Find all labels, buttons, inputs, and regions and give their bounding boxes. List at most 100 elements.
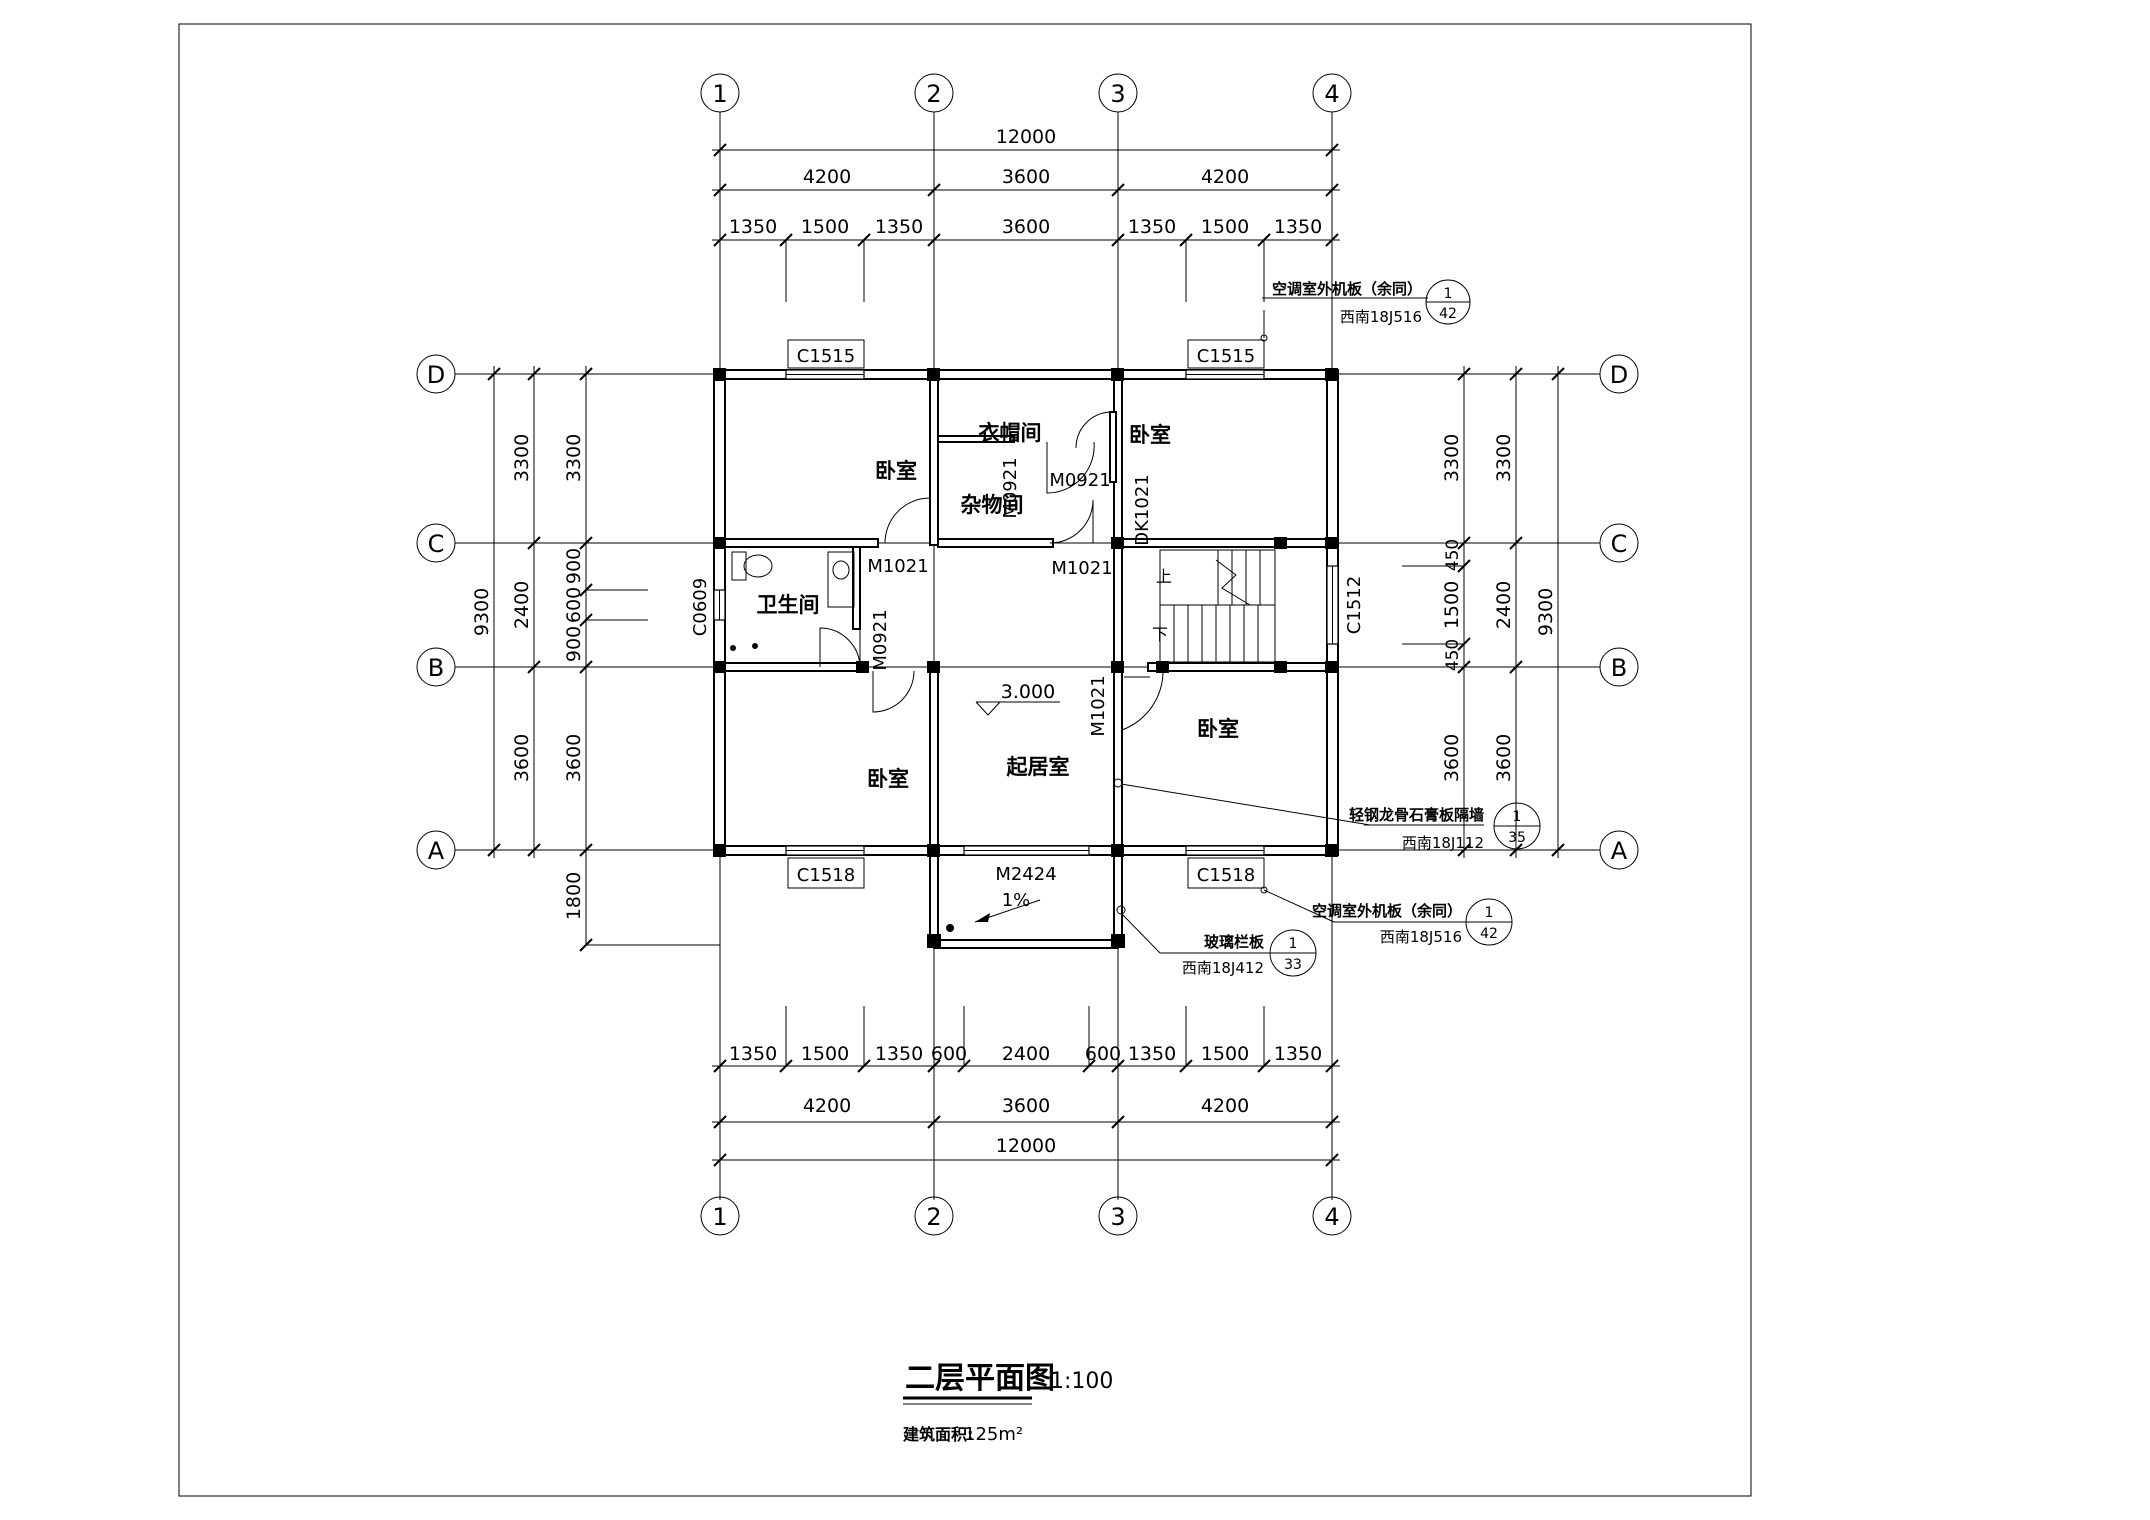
dim-left-mid: 3600 [511, 734, 533, 782]
drawing-title: 二层平面图 [905, 1361, 1055, 1396]
dim-top-detail: 3600 [1002, 216, 1050, 238]
svg-text:2: 2 [926, 80, 941, 108]
svg-text:33: 33 [1284, 957, 1302, 973]
dim-right-mid: 3600 [1493, 734, 1515, 782]
dim-bottom-detail: 600 [931, 1043, 967, 1065]
window-label-boxes [787, 339, 1265, 889]
partition-callout-leader [1120, 783, 1371, 826]
svg-text:1: 1 [1513, 809, 1522, 825]
room-closet: 衣帽间 [979, 421, 1042, 445]
door-label-m2424: M2424 [995, 864, 1056, 885]
svg-text:1: 1 [1485, 905, 1494, 921]
window-label-c1515-left: C1515 [797, 346, 855, 367]
staircase [1159, 549, 1276, 663]
svg-text:A: A [428, 837, 445, 865]
dim-bottom-mid: 4200 [1201, 1095, 1249, 1117]
dim-left-mid: 2400 [511, 581, 533, 629]
room-bedroom-nw: 卧室 [875, 459, 917, 483]
drawing-scale: 1:100 [1050, 1369, 1113, 1394]
axis-1-bottom-bubble: 1 [700, 1196, 740, 1236]
svg-text:42: 42 [1439, 306, 1457, 322]
svg-text:3: 3 [1110, 80, 1125, 108]
callout-ac-top-text: 空调室外机板（余同） [1272, 280, 1422, 298]
callout-ac-top-ref: 西南18J516 [1340, 308, 1422, 326]
axis-D-right-bubble: D [1599, 354, 1639, 394]
svg-text:3: 3 [1110, 1203, 1125, 1231]
axis-A-left-bubble: A [416, 830, 456, 870]
svg-text:B: B [428, 654, 444, 682]
dim-right-inner: 3600 [1441, 734, 1463, 782]
dim-right-mid: 3300 [1493, 434, 1515, 482]
svg-text:4: 4 [1324, 80, 1339, 108]
axis-3-bottom-bubble: 3 [1098, 1196, 1138, 1236]
dim-right-outer: 9300 [1535, 588, 1557, 636]
axis-2-top-bubble: 2 [914, 73, 954, 113]
dim-top-mid: 4200 [803, 166, 851, 188]
axis-B-left-bubble: B [416, 647, 456, 687]
axis-bubbles: 1 2 3 4 1 2 3 4 D C B A D C B A [416, 73, 1639, 1236]
detail-ref-partition: 1 35 [1493, 802, 1541, 850]
columns [713, 368, 1338, 948]
axis-4-bottom-bubble: 4 [1312, 1196, 1352, 1236]
dim-top-detail: 1350 [729, 216, 777, 238]
axis-3-top-bubble: 3 [1098, 73, 1138, 113]
dim-right-mid: 2400 [1493, 581, 1515, 629]
dim-bottom-detail: 1350 [1128, 1043, 1176, 1065]
dim-right-inner: 1500 [1441, 581, 1463, 629]
dim-right-inner: 450 [1443, 539, 1463, 571]
svg-text:4: 4 [1324, 1203, 1339, 1231]
svg-text:2: 2 [926, 1203, 941, 1231]
dim-left-inner: 3600 [563, 734, 585, 782]
dim-left-balcony: 1800 [563, 872, 585, 920]
svg-text:D: D [1610, 361, 1628, 389]
window-label-c1518-right: C1518 [1197, 865, 1255, 886]
area-value: 125m² [964, 1424, 1023, 1445]
dim-top-mid: 3600 [1002, 166, 1050, 188]
dim-bottom-detail: 1500 [801, 1043, 849, 1065]
right-dimensions: 3300 450 1500 450 3600 3300 2400 3600 93… [1402, 366, 1565, 858]
room-storage: 杂物间 [961, 493, 1024, 517]
rail-callout-leader [1120, 912, 1270, 954]
dim-bottom-detail: 1500 [1201, 1043, 1249, 1065]
detail-ref-ac-top: 1 42 [1425, 279, 1471, 325]
dim-bottom-mid: 3600 [1002, 1095, 1050, 1117]
dim-left-inner: 3300 [563, 434, 585, 482]
room-living: 起居室 [1006, 755, 1070, 779]
detail-ref-rail: 1 33 [1269, 929, 1317, 977]
door-label-m0921-wc: M0921 [870, 609, 891, 670]
svg-text:1: 1 [1444, 286, 1453, 302]
dim-right-inner: 450 [1443, 639, 1463, 671]
wc-fixtures [730, 551, 855, 651]
level-symbol [975, 701, 1060, 716]
rail-callout-dot [1116, 905, 1126, 915]
svg-text:1: 1 [1289, 936, 1298, 952]
dim-top-detail: 1350 [1274, 216, 1322, 238]
room-bedroom-se: 卧室 [1197, 717, 1239, 741]
ac-callout-leaders [1260, 297, 1466, 923]
dim-bottom-mid: 4200 [803, 1095, 851, 1117]
svg-text:D: D [427, 361, 445, 389]
svg-text:C: C [1611, 530, 1628, 558]
axis-1-top-bubble: 1 [700, 73, 740, 113]
svg-text:1: 1 [712, 1203, 727, 1231]
room-bedroom-sw: 卧室 [867, 767, 909, 791]
room-wc: 卫生间 [757, 593, 820, 617]
windows [713, 369, 1339, 856]
dim-left-mid: 3300 [511, 434, 533, 482]
callout-partition-text: 轻钢龙骨石膏板隔墙 [1349, 806, 1484, 824]
detail-ref-ac-bottom: 1 42 [1465, 898, 1513, 946]
callout-rail-text: 玻璃栏板 [1204, 933, 1265, 951]
dim-right-inner: 3300 [1441, 434, 1463, 482]
dim-bottom-detail: 1350 [875, 1043, 923, 1065]
svg-text:35: 35 [1508, 830, 1526, 846]
axis-4-top-bubble: 4 [1312, 73, 1352, 113]
dim-top-total: 12000 [996, 126, 1056, 148]
axis-C-right-bubble: C [1599, 523, 1639, 563]
door-label-m1021-bedroom: M1021 [1088, 675, 1109, 736]
dim-left-inner: 900 [563, 548, 585, 584]
axis-C-left-bubble: C [416, 523, 456, 563]
window-label-c1512: C1512 [1344, 576, 1365, 634]
stair-down-label: 下 [1152, 625, 1168, 644]
door-label-m1021-wc: M1021 [867, 556, 928, 577]
left-dimensions: 9300 3300 2400 3600 3300 900 600 900 360… [471, 366, 720, 952]
